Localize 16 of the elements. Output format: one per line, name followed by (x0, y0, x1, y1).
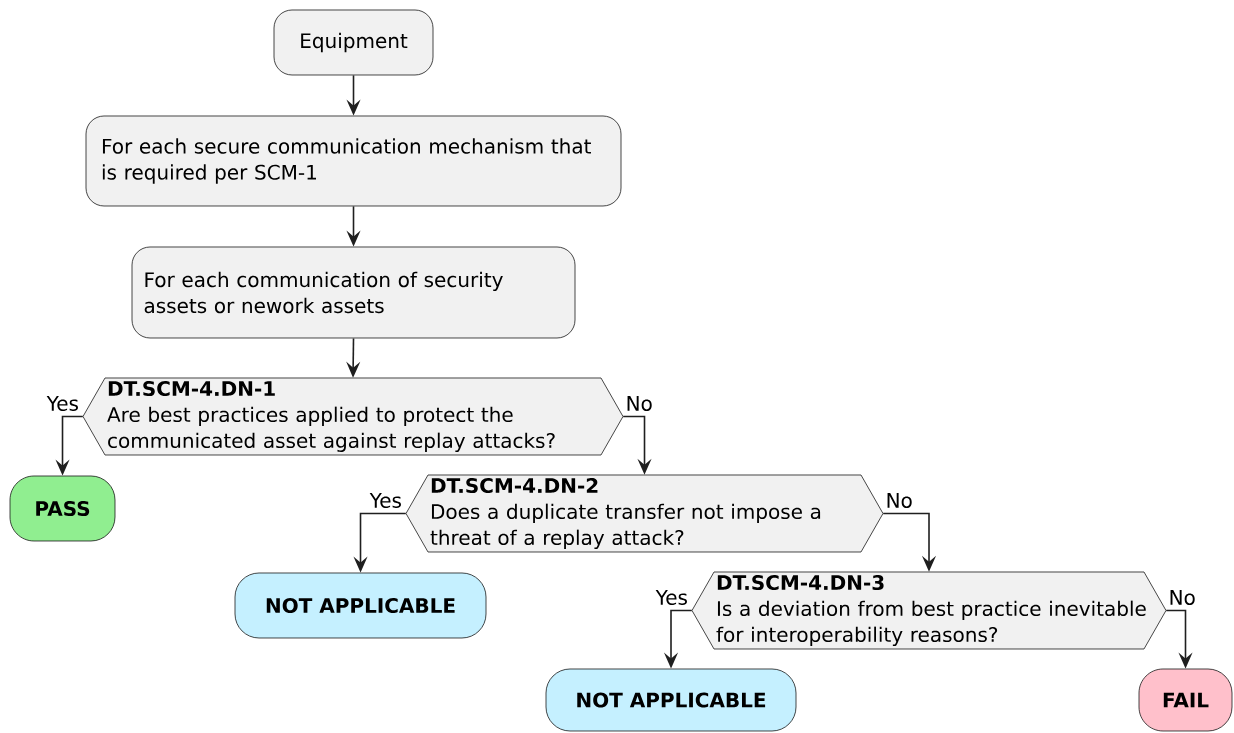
process-box: For each communication of security assets or nework assets (131, 246, 576, 339)
edge-label: No (1167, 589, 1197, 606)
edge-label: Yes (368, 492, 403, 509)
decision-hexagon: DT.SCM-4.DN-3 Is a deviation from best practice inevitable for interoperability reasons? (691, 571, 1167, 650)
edge-label: No (884, 492, 914, 509)
edge-label: Yes (654, 589, 689, 606)
edge-label: Yes (45, 395, 80, 412)
result-box: PASS (9, 475, 116, 542)
result-box: NOT APPLICABLE (545, 668, 797, 732)
process-box: For each secure communication mechanism that is required per SCM-1 (85, 115, 622, 207)
edge-label: No (624, 395, 654, 412)
decision-hexagon: DT.SCM-4.DN-2 Does a duplicate transfer not impose a threat of a replay attack? (405, 474, 884, 553)
result-box: NOT APPLICABLE (234, 572, 487, 639)
result-box: FAIL (1138, 668, 1233, 732)
decision-hexagon: DT.SCM-4.DN-1 Are best practices applied to protect the communicated asset against replay attacks? (82, 377, 624, 456)
process-box: Equipment (273, 9, 434, 76)
